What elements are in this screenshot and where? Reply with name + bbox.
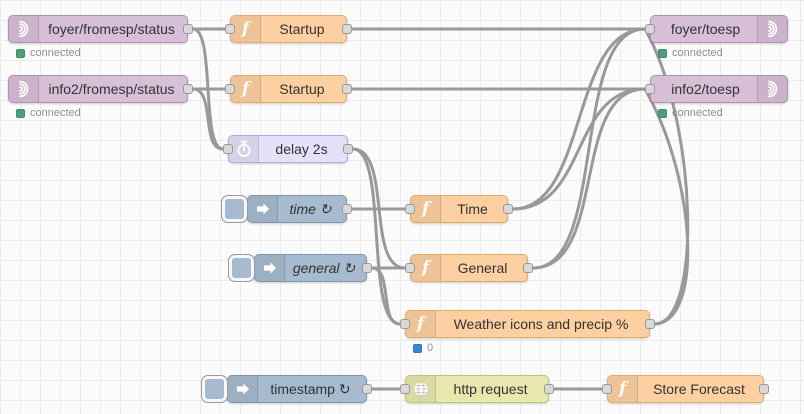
timer-icon — [229, 136, 259, 162]
status-indicator — [16, 108, 25, 118]
inject-arrow-icon — [255, 255, 285, 281]
node-label: Time — [457, 201, 488, 217]
node-label: Startup — [279, 21, 325, 37]
input-port[interactable] — [602, 384, 612, 394]
status-text: connected — [30, 47, 81, 59]
node-label: Startup — [279, 81, 325, 97]
input-port[interactable] — [225, 24, 235, 34]
status-text: connected — [672, 107, 723, 119]
input-port[interactable] — [645, 24, 655, 34]
wire-fn_weather-info2_out[interactable] — [643, 87, 690, 326]
inject-arrow-icon — [248, 196, 278, 222]
status-text: connected — [672, 47, 723, 59]
inject-button[interactable] — [201, 375, 228, 403]
wire-inj_general-fn_weather[interactable] — [370, 266, 402, 326]
node-label: info2/fromesp/status — [48, 81, 175, 97]
node-status: connected — [658, 47, 723, 59]
function-icon: f — [231, 16, 261, 42]
status-indicator — [658, 48, 667, 58]
node-delay[interactable]: delay 2s — [223, 135, 353, 163]
node-fn_general[interactable]: f General — [405, 254, 533, 282]
node-store[interactable]: f Store Forecast — [602, 375, 769, 403]
function-icon: f — [231, 76, 261, 102]
output-port[interactable] — [503, 204, 513, 214]
node-status: connected — [658, 107, 723, 119]
input-port[interactable] — [405, 204, 415, 214]
mqtt-icon — [9, 76, 39, 102]
node-foyer_out[interactable]: foyer/toesp — [645, 15, 788, 43]
status-indicator — [16, 48, 25, 58]
output-port[interactable] — [183, 84, 193, 94]
globe-icon — [406, 376, 436, 402]
wire-fn_general-info2_out[interactable] — [531, 87, 647, 270]
node-label: General — [457, 260, 508, 276]
function-icon: f — [411, 196, 441, 222]
node-fn_time[interactable]: f Time — [405, 195, 513, 223]
output-port[interactable] — [362, 384, 372, 394]
inject-button[interactable] — [221, 195, 248, 223]
function-icon: f — [608, 376, 638, 402]
node-foyer_in[interactable]: foyer/fromesp/status — [8, 15, 193, 43]
output-port[interactable] — [342, 204, 352, 214]
input-port[interactable] — [400, 384, 410, 394]
status-text: 0 — [427, 342, 434, 354]
node-info2_out[interactable]: info2/toesp — [645, 75, 788, 103]
node-label: general ↻ — [292, 260, 356, 276]
node-label: Store Forecast — [653, 381, 745, 397]
input-port[interactable] — [400, 319, 410, 329]
input-port[interactable] — [405, 263, 415, 273]
mqtt-icon — [757, 76, 787, 102]
output-port[interactable] — [523, 263, 533, 273]
output-port[interactable] — [183, 24, 193, 34]
node-label: foyer/toesp — [670, 21, 741, 37]
status-indicator — [413, 343, 422, 353]
inject-button[interactable] — [228, 254, 255, 282]
wire-delay-fn_weather[interactable] — [351, 147, 402, 326]
status-text: connected — [30, 107, 81, 119]
node-label: Weather icons and precip % — [453, 316, 629, 332]
wire-fn_time-foyer_out[interactable] — [511, 27, 647, 211]
node-label: delay 2s — [275, 141, 328, 157]
node-label: foyer/fromesp/status — [48, 21, 175, 37]
output-port[interactable] — [759, 384, 769, 394]
node-label: http request — [453, 381, 528, 397]
node-label: time ↻ — [289, 201, 332, 217]
output-port[interactable] — [342, 24, 352, 34]
input-port[interactable] — [645, 84, 655, 94]
node-inj_ts[interactable]: timestamp ↻ — [201, 375, 372, 403]
inject-arrow-icon — [228, 376, 258, 402]
node-label: timestamp ↻ — [270, 381, 351, 397]
node-status: connected — [16, 47, 81, 59]
wire-fn_weather-foyer_out[interactable] — [643, 27, 690, 326]
node-fn_weather[interactable]: f Weather icons and precip % — [400, 310, 655, 338]
output-port[interactable] — [645, 319, 655, 329]
node-status: connected — [16, 107, 81, 119]
node-info2_in[interactable]: info2/fromesp/status — [8, 75, 193, 103]
output-port[interactable] — [362, 263, 372, 273]
input-port[interactable] — [223, 144, 233, 154]
mqtt-icon — [757, 16, 787, 42]
node-http[interactable]: http request — [400, 375, 554, 403]
node-label: info2/toesp — [671, 81, 740, 97]
node-startup1[interactable]: f Startup — [225, 15, 352, 43]
node-inj_general[interactable]: general ↻ — [228, 254, 372, 282]
output-port[interactable] — [342, 84, 352, 94]
function-icon: f — [406, 311, 436, 337]
output-port[interactable] — [544, 384, 554, 394]
input-port[interactable] — [225, 84, 235, 94]
status-indicator — [658, 108, 667, 118]
function-icon: f — [411, 255, 441, 281]
node-status: 0 — [413, 342, 433, 354]
wire-info2_in-delay[interactable] — [191, 87, 225, 151]
wire-fn_time-info2_out[interactable] — [511, 87, 647, 211]
node-inj_time[interactable]: time ↻ — [221, 195, 352, 223]
node-startup2[interactable]: f Startup — [225, 75, 352, 103]
output-port[interactable] — [343, 144, 353, 154]
wire-fn_general-foyer_out[interactable] — [531, 27, 647, 270]
mqtt-icon — [9, 16, 39, 42]
